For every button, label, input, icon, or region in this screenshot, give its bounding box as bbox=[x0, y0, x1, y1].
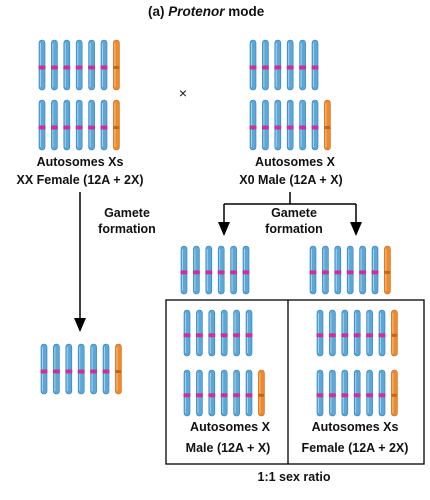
gamete-no-x-autosome bbox=[205, 245, 213, 295]
offspring-male-row1-autosome bbox=[183, 309, 191, 357]
male-parent-row1-autosome bbox=[286, 39, 294, 91]
cross-symbol: × bbox=[178, 85, 188, 101]
female-parent-row2-autosome bbox=[75, 99, 83, 151]
gamete-with-x-autosome bbox=[321, 245, 329, 295]
sex-ratio-label: 1:1 sex ratio bbox=[257, 470, 331, 484]
female-gamete-autosome bbox=[65, 343, 73, 395]
gamete-formation-right-line2: formation bbox=[265, 222, 323, 236]
offspring-female-row2-autosome bbox=[328, 369, 336, 417]
gamete-with-x-x-chromosome bbox=[384, 245, 391, 295]
offspring-female-row1-autosome bbox=[316, 309, 324, 357]
male-parent-row2-autosome bbox=[299, 99, 307, 151]
offspring-male-row2-autosome bbox=[220, 369, 228, 417]
female-gamete-autosome bbox=[77, 343, 85, 395]
offspring-male-row2-x-chromosome bbox=[258, 369, 265, 417]
gamete-no-x-autosome bbox=[180, 245, 188, 295]
gamete-formation-right-line1: Gamete bbox=[271, 206, 317, 220]
female-parent-row1-autosome bbox=[100, 39, 108, 91]
male-parent-labels: Autosomes X bbox=[255, 155, 335, 169]
female-parent-row1-autosome bbox=[75, 39, 83, 91]
female-parent-row2-autosome bbox=[63, 99, 71, 151]
female-gamete-autosome bbox=[90, 343, 98, 395]
male-parent-row1-autosome bbox=[274, 39, 282, 91]
gamete-no-x-autosome bbox=[242, 245, 250, 295]
offspring-male-row1-autosome bbox=[208, 309, 216, 357]
male-parent-row1-autosome bbox=[261, 39, 269, 91]
female-gamete-autosome bbox=[102, 343, 110, 395]
female-parent-row1-autosome bbox=[50, 39, 58, 91]
offspring-female-row2-autosome bbox=[316, 369, 324, 417]
offspring-male-labels: Autosomes X bbox=[190, 420, 270, 434]
offspring-female-row1-autosome bbox=[353, 309, 361, 357]
female-gamete-x-chromosome bbox=[115, 343, 122, 395]
female-parent-row1-x-chromosome bbox=[113, 39, 120, 91]
gamete-arrow-left bbox=[74, 192, 86, 332]
offspring-male-description: Male (12A + X) bbox=[185, 441, 271, 455]
offspring-male-row2-autosome bbox=[245, 369, 253, 417]
offspring-male-row2-autosome bbox=[233, 369, 241, 417]
gamete-with-x-autosome bbox=[359, 245, 367, 295]
offspring-female-row1-autosome bbox=[341, 309, 349, 357]
chromosome-groups bbox=[38, 39, 398, 417]
diagram-title: (a) Protenor mode bbox=[148, 4, 265, 19]
offspring-female-row1-x-chromosome bbox=[391, 309, 398, 357]
offspring-female-row1-autosome bbox=[328, 309, 336, 357]
male-parent-row2-autosome bbox=[311, 99, 319, 151]
offspring-female-row1-autosome bbox=[366, 309, 374, 357]
female-gamete-autosome bbox=[52, 343, 60, 395]
offspring-male-row1-autosome bbox=[220, 309, 228, 357]
female-gamete-autosome bbox=[40, 343, 48, 395]
male-parent-row1-autosome bbox=[311, 39, 319, 91]
offspring-female-row2-autosome bbox=[366, 369, 374, 417]
male-parent-row2-autosome bbox=[249, 99, 257, 151]
female-parent-row1-autosome bbox=[38, 39, 46, 91]
offspring-female-row2-x-chromosome bbox=[391, 369, 398, 417]
male-parent-row2-autosome bbox=[286, 99, 294, 151]
offspring-male-row2-autosome bbox=[183, 369, 191, 417]
gamete-with-x-autosome bbox=[309, 245, 317, 295]
female-parent-description: XX Female (12A + 2X) bbox=[16, 173, 144, 187]
offspring-female-description: Female (12A + 2X) bbox=[301, 441, 409, 455]
male-parent-row2-x-chromosome bbox=[324, 99, 331, 151]
gamete-with-x-autosome bbox=[346, 245, 354, 295]
female-parent-labels: Autosomes Xs bbox=[36, 155, 124, 169]
female-parent-row2-autosome bbox=[88, 99, 96, 151]
offspring-female-row2-autosome bbox=[378, 369, 386, 417]
offspring-female-row2-autosome bbox=[341, 369, 349, 417]
female-parent-row1-autosome bbox=[88, 39, 96, 91]
offspring-female-row2-autosome bbox=[353, 369, 361, 417]
female-parent-row2-autosome bbox=[50, 99, 58, 151]
offspring-box bbox=[165, 299, 425, 465]
offspring-male-row1-autosome bbox=[233, 309, 241, 357]
gamete-no-x-autosome bbox=[217, 245, 225, 295]
female-parent-row2-autosome bbox=[38, 99, 46, 151]
male-parent-row2-autosome bbox=[261, 99, 269, 151]
offspring-male-row2-autosome bbox=[195, 369, 203, 417]
male-parent-row1-autosome bbox=[249, 39, 257, 91]
offspring-male-row1-autosome bbox=[245, 309, 253, 357]
gamete-with-x-autosome bbox=[371, 245, 379, 295]
gamete-formation-left-line2: formation bbox=[98, 222, 156, 236]
gamete-no-x-autosome bbox=[192, 245, 200, 295]
female-parent-row1-autosome bbox=[63, 39, 71, 91]
male-parent-row2-autosome bbox=[274, 99, 282, 151]
offspring-female-labels: Autosomes Xs bbox=[311, 420, 399, 434]
male-parent-row1-autosome bbox=[299, 39, 307, 91]
gamete-formation-left-line1: Gamete bbox=[104, 206, 150, 220]
offspring-male-row2-autosome bbox=[208, 369, 216, 417]
female-parent-row2-autosome bbox=[100, 99, 108, 151]
gamete-with-x-autosome bbox=[334, 245, 342, 295]
gamete-no-x-autosome bbox=[230, 245, 238, 295]
male-parent-description: X0 Male (12A + X) bbox=[239, 173, 343, 187]
offspring-male-row1-autosome bbox=[195, 309, 203, 357]
gamete-branch-arrows bbox=[218, 192, 362, 236]
female-parent-row2-x-chromosome bbox=[113, 99, 120, 151]
offspring-female-row1-autosome bbox=[378, 309, 386, 357]
